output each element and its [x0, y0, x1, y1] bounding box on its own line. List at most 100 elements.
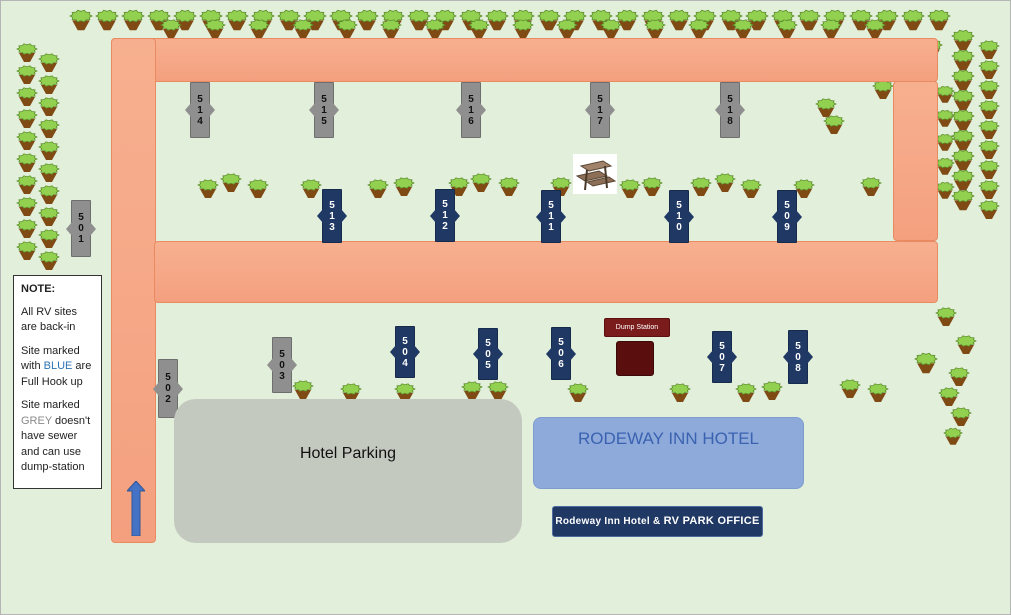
site-number-digit: 5 [558, 337, 564, 348]
tree-icon [901, 9, 925, 31]
tree-icon [693, 9, 717, 31]
tree-icon [248, 19, 270, 38]
site-number-digit: 1 [321, 104, 327, 116]
site-number-digit: 5 [402, 335, 408, 347]
tree-icon [38, 207, 60, 226]
tree-icon [978, 80, 1000, 99]
tree-icon [380, 19, 402, 38]
tree-icon [927, 9, 951, 31]
tree-icon [277, 9, 301, 31]
site-number-digit: 5 [329, 199, 335, 211]
tree-icon [567, 383, 589, 402]
tree-icon [16, 131, 38, 150]
site-504[interactable]: 5 0 4 [395, 326, 415, 378]
hotel-parking-area: Hotel Parking [174, 399, 522, 543]
tree-icon [978, 180, 1000, 199]
tree-icon [69, 9, 93, 31]
tree-icon [393, 177, 415, 196]
tree-icon [38, 97, 60, 116]
tree-icon [292, 380, 314, 399]
tree-icon [563, 9, 587, 31]
site-508[interactable]: 5 0 8 [788, 330, 808, 384]
tree-icon [951, 49, 975, 71]
tree-icon [247, 179, 269, 198]
site-number-digit: 5 [468, 93, 474, 105]
tree-icon [292, 19, 314, 38]
site-number-digit: 5 [321, 93, 327, 105]
tree-icon [16, 65, 38, 84]
tree-icon [38, 141, 60, 160]
site-511[interactable]: 5 1 1 [541, 190, 561, 243]
tree-icon [485, 9, 509, 31]
tree-icon [16, 153, 38, 172]
tree-icon [793, 179, 815, 198]
dump-station-label: Dump Station [604, 318, 670, 337]
tree-icon [251, 9, 275, 31]
hotel-name: RODEWAY INN HOTEL [577, 429, 760, 448]
tree-icon [978, 60, 1000, 79]
tree-icon [121, 9, 145, 31]
site-502[interactable]: 5 0 2 [158, 359, 178, 418]
tree-icon [951, 129, 975, 151]
site-number-digit: 8 [727, 115, 733, 127]
site-number-digit: 1 [329, 210, 335, 222]
tree-icon [864, 19, 886, 38]
site-506[interactable]: 5 0 6 [551, 327, 571, 380]
note-grey-word: GREY [21, 414, 52, 427]
site-number-digit: 5 [795, 340, 801, 352]
site-number-digit: 1 [548, 211, 554, 222]
tree-icon [147, 9, 171, 31]
site-515[interactable]: 5 1 5 [314, 82, 334, 138]
tree-icon [407, 9, 431, 31]
tree-icon [16, 109, 38, 128]
tree-icon [978, 140, 1000, 159]
site-number-digit: 0 [485, 348, 491, 360]
tree-icon [556, 19, 578, 38]
note-grey-pre: Site marked [21, 399, 80, 411]
site-number-digit: 0 [719, 351, 725, 363]
site-514[interactable]: 5 1 4 [190, 82, 210, 138]
site-513[interactable]: 5 1 3 [322, 189, 342, 243]
rv-park-office[interactable]: Rodeway Inn Hotel & RV PARK OFFICE [552, 506, 763, 537]
tree-icon [589, 9, 613, 31]
tree-icon [951, 89, 975, 111]
site-518[interactable]: 5 1 8 [720, 82, 740, 138]
tree-icon [498, 177, 520, 196]
site-509[interactable]: 5 0 9 [777, 190, 797, 243]
tree-icon [935, 307, 957, 326]
site-512[interactable]: 5 1 2 [435, 189, 455, 242]
tree-icon [938, 387, 960, 406]
note-back-in: All RV sites are back-in [21, 305, 78, 334]
site-number-digit: 5 [442, 199, 448, 210]
tree-icon [615, 9, 639, 31]
site-number-digit: 5 [279, 348, 285, 360]
tree-icon [951, 169, 975, 191]
tree-icon [951, 109, 975, 131]
tree-icon [537, 9, 561, 31]
tree-icon [433, 9, 457, 31]
site-507[interactable]: 5 0 7 [712, 331, 732, 383]
site-516[interactable]: 5 1 6 [461, 82, 481, 138]
tree-icon [95, 9, 119, 31]
tree-icon [935, 109, 955, 127]
road-middle [154, 241, 938, 303]
tree-icon [470, 173, 492, 192]
entry-arrow-icon [127, 481, 145, 536]
tree-icon [512, 19, 534, 38]
site-503[interactable]: 5 0 3 [272, 337, 292, 393]
tree-icon [38, 251, 60, 270]
site-517[interactable]: 5 1 7 [590, 82, 610, 138]
tree-icon [173, 9, 197, 31]
site-number-digit: 5 [485, 359, 491, 371]
tree-icon [220, 173, 242, 192]
site-number-digit: 5 [321, 115, 327, 127]
site-number-digit: 1 [442, 210, 448, 221]
tree-icon [38, 185, 60, 204]
note-blue-pre: Site marked with [21, 344, 80, 373]
site-505[interactable]: 5 0 5 [478, 328, 498, 380]
site-501[interactable]: 5 0 1 [71, 200, 91, 257]
dump-station[interactable] [616, 341, 654, 376]
tree-icon [935, 157, 955, 175]
tree-icon [978, 40, 1000, 59]
site-510[interactable]: 5 1 0 [669, 190, 689, 243]
